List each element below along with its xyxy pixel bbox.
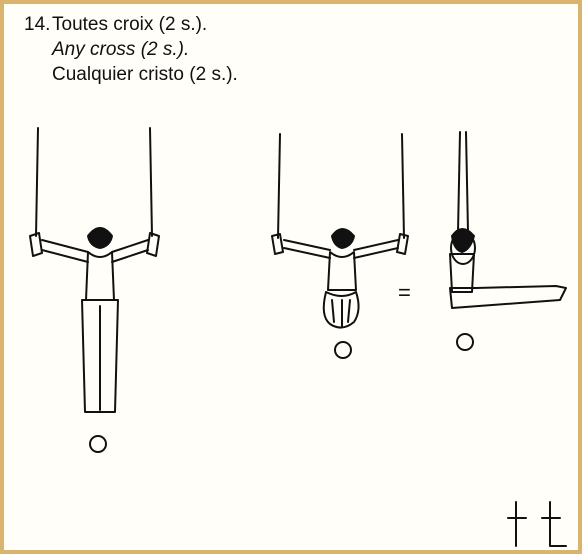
title-fr: Toutes croix (2 s.). — [52, 14, 208, 35]
title-en: Any cross (2 s.). — [52, 39, 190, 60]
figure-front-view — [29, 127, 160, 453]
ring-left — [271, 233, 284, 255]
equals-sign: = — [398, 280, 411, 305]
judge-circle-1 — [89, 435, 107, 453]
figure-front-tuck — [271, 133, 409, 359]
title-es: Cualquier cristo (2 s.). — [52, 64, 238, 85]
head — [331, 228, 355, 249]
value-symbol — [507, 501, 567, 547]
title-fr-line: 14.Toutes croix (2 s.). — [24, 12, 238, 37]
ropes — [457, 131, 469, 233]
judge-circle-2 — [334, 341, 352, 359]
head — [87, 227, 113, 249]
head — [451, 228, 475, 253]
torso — [449, 253, 475, 293]
element-text: 14.Toutes croix (2 s.). Any cross (2 s.)… — [24, 12, 238, 87]
rope-right — [149, 127, 153, 237]
extended-legs — [449, 285, 567, 309]
torso — [327, 251, 357, 291]
dagger-2 — [541, 501, 567, 547]
arms — [41, 239, 149, 263]
ring-right — [146, 232, 160, 257]
ring-left — [29, 232, 43, 257]
torso — [85, 251, 115, 301]
rope-left — [35, 127, 39, 237]
dagger-1 — [507, 501, 527, 547]
rope-right — [401, 133, 405, 239]
figure-side-view — [449, 131, 567, 351]
judge-circle-3 — [456, 333, 474, 351]
element-number: 14. — [24, 14, 51, 35]
tucked-legs — [322, 291, 360, 329]
arms — [283, 239, 399, 259]
rope-left — [277, 133, 281, 239]
legs — [81, 299, 119, 413]
ring-right — [396, 233, 409, 255]
